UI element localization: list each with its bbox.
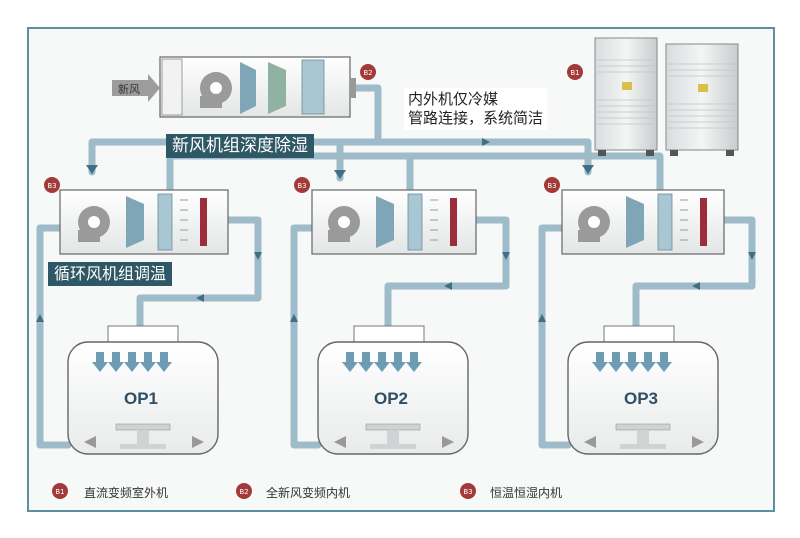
badge-markers: B2 B1 B3 B3 B3 B1 B2 B3 xyxy=(44,64,583,499)
svg-text:B3: B3 xyxy=(47,182,56,190)
svg-text:B1: B1 xyxy=(55,488,64,496)
outdoor-note: 内外机仅冷媒 管路连接，系统简洁 xyxy=(404,88,548,130)
fresh-air-inlet-label: 新风 xyxy=(118,83,140,96)
circulation-unit-2 xyxy=(311,189,477,255)
legend-text-b2: 全新风变频内机 xyxy=(266,486,351,500)
duct-arrows xyxy=(36,138,756,322)
svg-text:B2: B2 xyxy=(363,69,372,77)
outdoor-note-line1: 内外机仅冷媒 xyxy=(408,90,499,108)
badge-b3-marker-3: B3 xyxy=(544,177,560,193)
fresh-air-arrow xyxy=(112,74,160,102)
legend-badge-b3: B3 xyxy=(460,483,476,499)
room-op2-label: OP2 xyxy=(374,389,409,408)
outdoor-unit-left xyxy=(594,37,658,156)
room-op1-label: OP1 xyxy=(124,389,159,408)
svg-text:B3: B3 xyxy=(463,488,472,496)
legend-text-b3: 恒温恒湿内机 xyxy=(490,486,563,500)
svg-text:B3: B3 xyxy=(547,182,556,190)
circulation-unit-label: 循环风机组调温 xyxy=(48,262,173,286)
badge-b1-marker: B1 xyxy=(567,64,583,80)
circulation-unit-3 xyxy=(561,189,725,255)
fresh-air-unit xyxy=(159,56,356,118)
room-op3-label: OP3 xyxy=(624,389,659,408)
legend-badge-b2: B2 xyxy=(236,483,252,499)
svg-text:B1: B1 xyxy=(570,69,579,77)
room-op3 xyxy=(567,325,719,455)
legend-text-b1: 直流变频室外机 xyxy=(84,486,169,500)
svg-text:B2: B2 xyxy=(239,488,248,496)
legend-badge-b1: B1 xyxy=(52,483,68,499)
badge-b3-marker-2: B3 xyxy=(294,177,310,193)
badge-b2-marker: B2 xyxy=(360,64,376,80)
badge-b3-marker-1: B3 xyxy=(44,177,60,193)
room-op1 xyxy=(67,325,219,455)
svg-text:B3: B3 xyxy=(297,182,306,190)
circulation-unit-1 xyxy=(59,189,229,255)
room-op2 xyxy=(317,325,469,455)
fresh-air-unit-label: 新风机组深度除湿 xyxy=(166,134,314,158)
outdoor-note-line2: 管路连接，系统简洁 xyxy=(408,109,544,127)
outdoor-unit-right xyxy=(665,43,739,156)
